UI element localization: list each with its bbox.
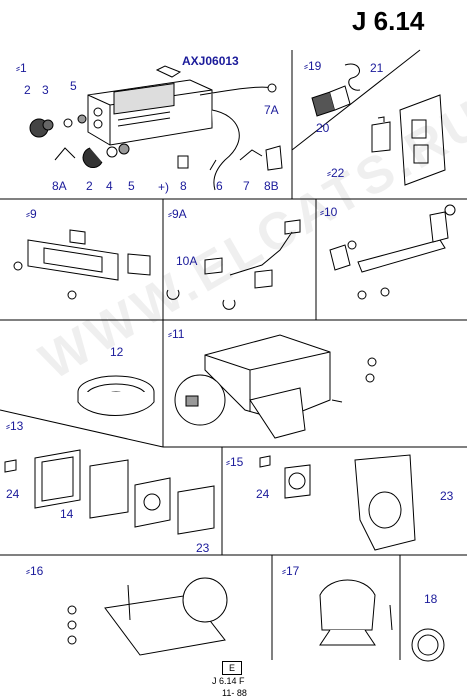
speaker-illustration — [77, 375, 155, 416]
callout-24: 24 — [6, 487, 20, 501]
section-label-22: ⸗22 — [327, 166, 345, 180]
divider-line — [0, 409, 164, 448]
footer-line2: 11- 88 — [222, 688, 247, 698]
tweeter-bracket-illustration — [67, 577, 228, 656]
callout-2b: 2 — [86, 179, 93, 193]
console-housing-illustration — [174, 334, 377, 439]
callout-23b: 23 — [440, 489, 454, 503]
section-label-11: ⸗11 — [168, 327, 185, 341]
speaker-switch-illustration — [311, 63, 446, 186]
bezel-illustration — [13, 229, 151, 300]
callout-4: 4 — [106, 179, 113, 193]
section-label-1: ⸗1 — [16, 61, 27, 75]
callout-plus: +) — [158, 180, 170, 194]
callout-8b: 8B — [264, 179, 279, 193]
section-label-19: ⸗19 — [304, 59, 322, 73]
callout-3: 3 — [42, 83, 49, 97]
mounting-bracket-illustration — [329, 204, 456, 300]
footer-box: E — [222, 661, 242, 675]
callout-21: 21 — [370, 61, 384, 75]
knob-parts — [29, 114, 130, 169]
callout-20: 20 — [316, 121, 330, 135]
part-number-label: AXJ06013 — [182, 54, 239, 68]
radio-unit-illustration — [87, 79, 277, 191]
section-label-15: ⸗15 — [226, 455, 244, 469]
cable-bracket-illustration — [166, 219, 301, 310]
callout-5: 5 — [70, 79, 77, 93]
callout-24b: 24 — [256, 487, 270, 501]
callout-10a: 10A — [176, 254, 198, 268]
callout-5b: 5 — [128, 179, 135, 193]
page-code: J 6.14 — [352, 6, 425, 36]
section-label-13: ⸗13 — [6, 419, 24, 433]
section-label-17: ⸗17 — [282, 564, 300, 578]
callout-12: 12 — [110, 345, 124, 359]
callout-6: 6 — [216, 179, 223, 193]
divider-line — [291, 49, 421, 151]
section-label-10: ⸗10 — [320, 205, 338, 219]
callout-7: 7 — [243, 179, 250, 193]
grille-speaker-illustration — [4, 449, 215, 535]
callout-18: 18 — [424, 592, 438, 606]
callout-8a: 8A — [52, 179, 67, 193]
callout-14: 14 — [60, 507, 74, 521]
section-label-16: ⸗16 — [26, 564, 44, 578]
section-label-9: ⸗9 — [26, 207, 37, 221]
tweeter-illustration — [319, 579, 445, 662]
callout-2: 2 — [24, 83, 31, 97]
section-label-9a: ⸗9A — [168, 207, 187, 221]
footer-line1: J 6.14 F — [212, 676, 245, 686]
connectors-illustration — [155, 65, 283, 171]
door-speaker-illustration — [259, 454, 416, 551]
callout-23: 23 — [196, 541, 210, 555]
callout-8: 8 — [180, 179, 187, 193]
callout-7a: 7A — [264, 103, 279, 117]
